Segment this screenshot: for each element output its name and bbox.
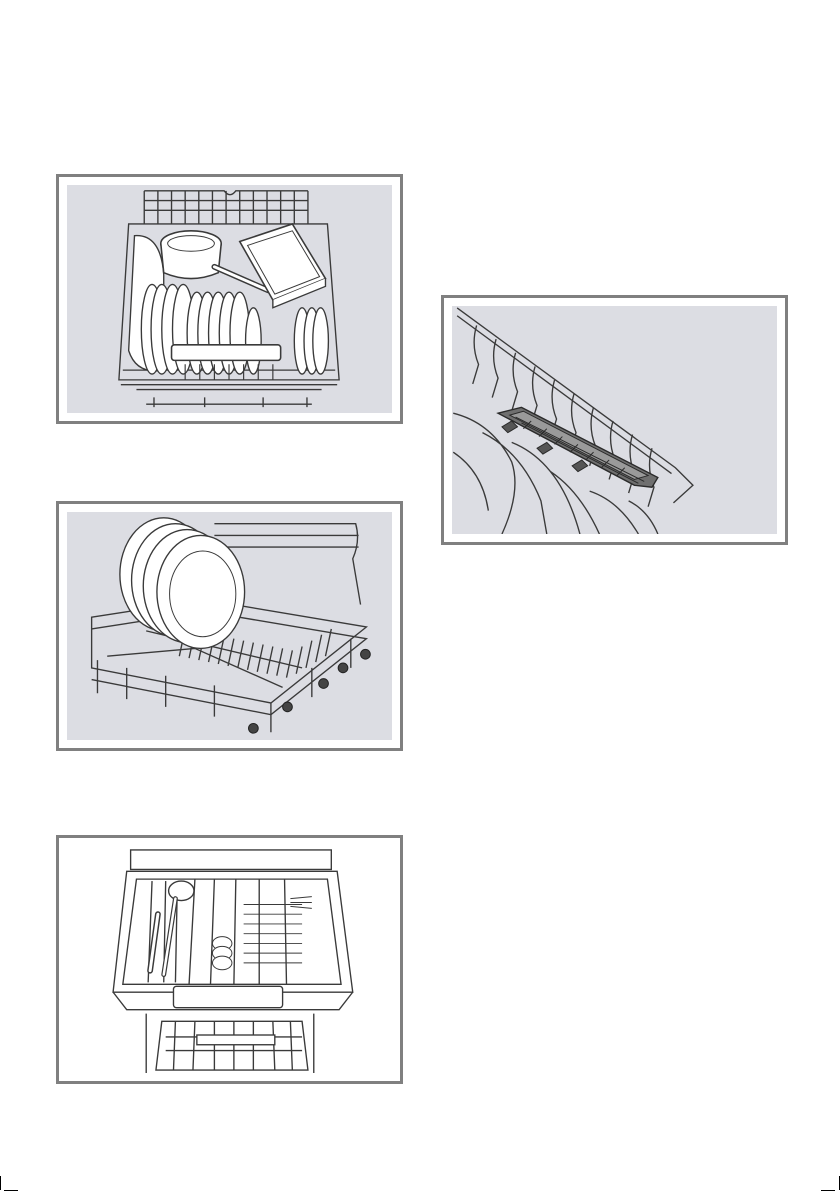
figure-background <box>452 306 777 534</box>
crop-mark-vertical <box>0 1176 1 1190</box>
figure-background <box>67 512 392 740</box>
crop-mark-horizontal <box>4 1190 18 1191</box>
figure-upper-basket-plates <box>56 174 403 424</box>
figure-cutlery-drawer <box>56 835 403 1084</box>
figure-lower-basket-large-plates <box>56 501 403 751</box>
cutlery-drawer-illustration <box>67 846 392 1073</box>
basket-with-plates-illustration <box>67 185 392 413</box>
figure-background <box>67 846 392 1073</box>
crop-mark-horizontal <box>821 1190 835 1191</box>
figure-folding-rack <box>441 295 788 545</box>
lower-basket-illustration <box>67 512 392 740</box>
figure-background <box>67 185 392 413</box>
folding-rack-illustration <box>452 306 777 534</box>
